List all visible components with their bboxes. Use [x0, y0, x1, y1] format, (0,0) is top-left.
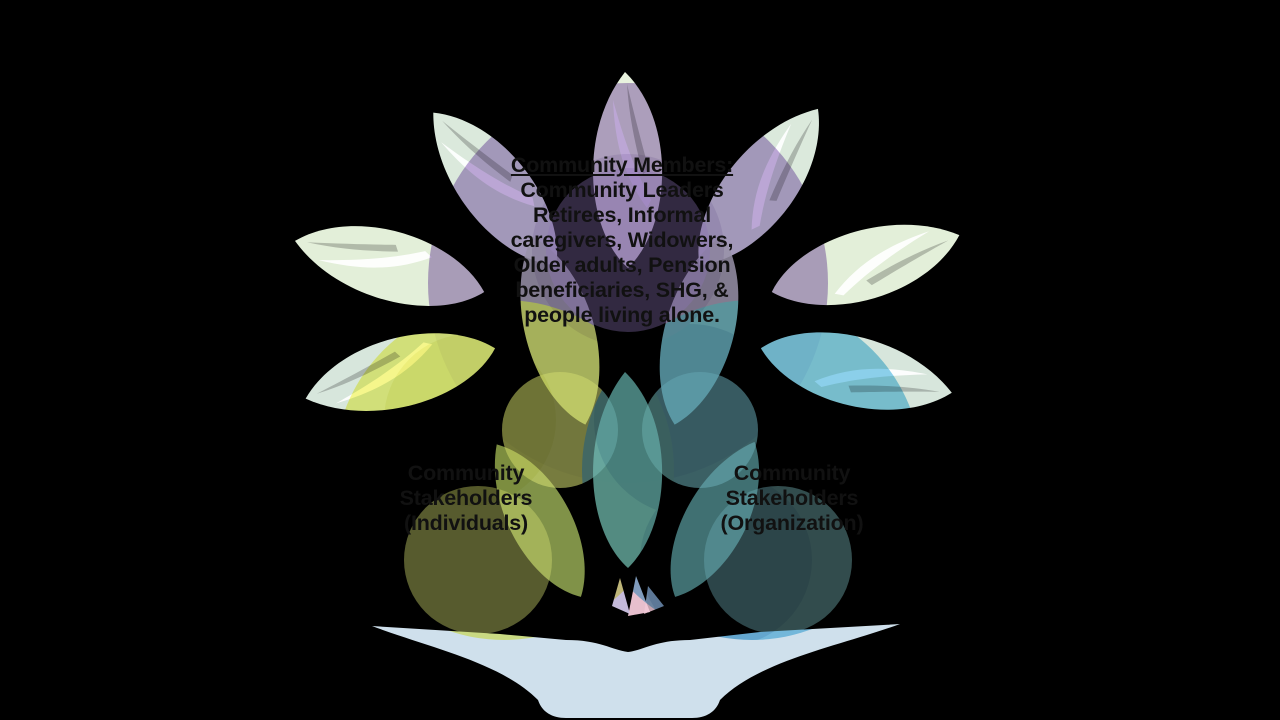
circle-texture — [384, 154, 812, 640]
petal-icon — [612, 578, 630, 614]
vase-shape — [372, 624, 900, 718]
